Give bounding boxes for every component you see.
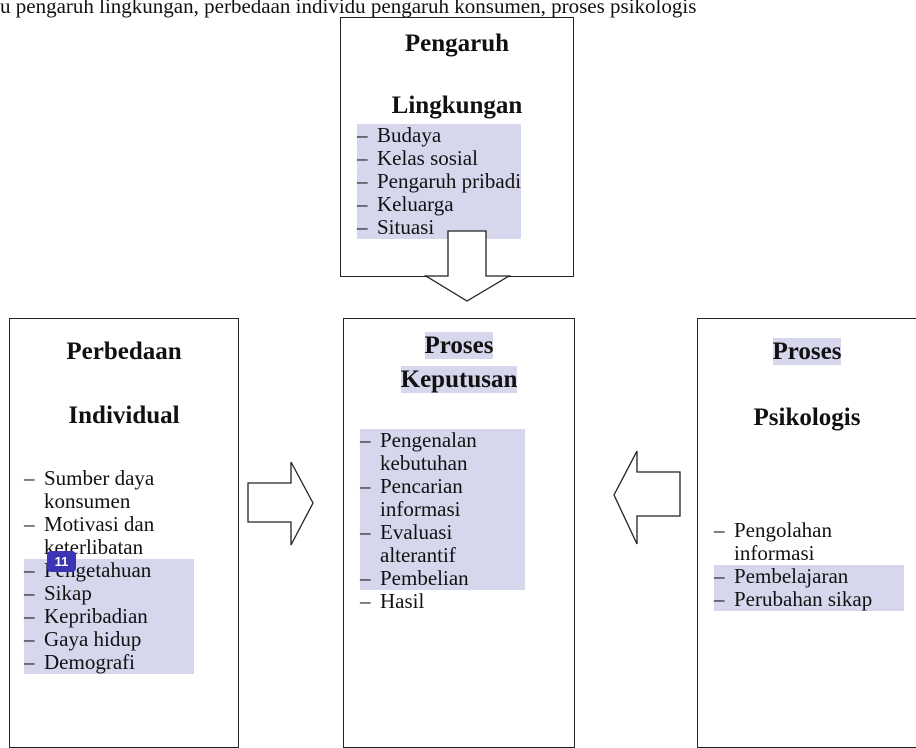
environment-item: Budaya bbox=[357, 124, 522, 147]
decision-box: Proses Keputusan Pengenalan kebutuhan Pe… bbox=[343, 318, 575, 748]
psychological-item: Pembelajaran bbox=[714, 565, 904, 588]
individual-item: Sumber daya konsumen bbox=[24, 467, 194, 513]
environment-list: Budaya Kelas sosial Pengaruh pribadi Kel… bbox=[357, 124, 522, 239]
decision-title-line1: Proses bbox=[424, 332, 494, 359]
psychological-title-line1: Proses bbox=[772, 338, 842, 365]
individual-box: Perbedaan Individual Sumber daya konsume… bbox=[9, 318, 239, 748]
environment-box: Pengaruh Lingkungan Budaya Kelas sosial … bbox=[340, 17, 574, 277]
individual-list: Sumber daya konsumen Motivasi dan keterl… bbox=[24, 467, 194, 674]
environment-item: Kelas sosial bbox=[357, 147, 522, 170]
individual-item: Kepribadian bbox=[24, 605, 194, 628]
decision-title-line2-wrap: Keputusan bbox=[344, 365, 574, 395]
psychological-list: Pengolahan informasi Pembelajaran Peruba… bbox=[714, 519, 904, 611]
right-arrow bbox=[247, 461, 314, 546]
decision-item: Pencarian informasi bbox=[360, 475, 525, 521]
individual-item: Gaya hidup bbox=[24, 628, 194, 651]
individual-title-line1: Perbedaan bbox=[66, 338, 182, 365]
annotation-badge[interactable]: 11 bbox=[47, 551, 76, 572]
left-arrow bbox=[613, 450, 681, 545]
environment-title-line1: Pengaruh bbox=[404, 30, 510, 57]
decision-item: Hasil bbox=[360, 590, 525, 614]
intro-text: u pengaruh lingkungan, perbedaan individ… bbox=[0, 0, 697, 18]
individual-item: Sikap bbox=[24, 582, 194, 605]
psychological-box: Proses Psikologis Pengolahan informasi P… bbox=[697, 318, 916, 748]
psychological-title-line1-wrap: Proses bbox=[698, 337, 916, 367]
environment-item: Keluarga bbox=[357, 193, 522, 216]
decision-title-line1-wrap: Proses bbox=[344, 331, 574, 361]
psychological-item: Pengolahan informasi bbox=[714, 519, 904, 565]
individual-item: Demografi bbox=[24, 651, 194, 674]
environment-item: Pengaruh pribadi bbox=[357, 170, 522, 193]
environment-title-line2: Lingkungan bbox=[391, 92, 523, 119]
decision-title-line2: Keputusan bbox=[400, 366, 518, 393]
psychological-title-line2: Psikologis bbox=[753, 404, 861, 431]
individual-title-line2: Individual bbox=[68, 402, 180, 429]
decision-item: Pengenalan kebutuhan bbox=[360, 429, 525, 475]
down-arrow bbox=[423, 230, 512, 302]
decision-item: Pembelian bbox=[360, 567, 525, 590]
decision-list: Pengenalan kebutuhan Pencarian informasi… bbox=[360, 429, 525, 613]
decision-item: Evaluasi alterantif bbox=[360, 521, 525, 567]
psychological-item: Perubahan sikap bbox=[714, 588, 904, 611]
